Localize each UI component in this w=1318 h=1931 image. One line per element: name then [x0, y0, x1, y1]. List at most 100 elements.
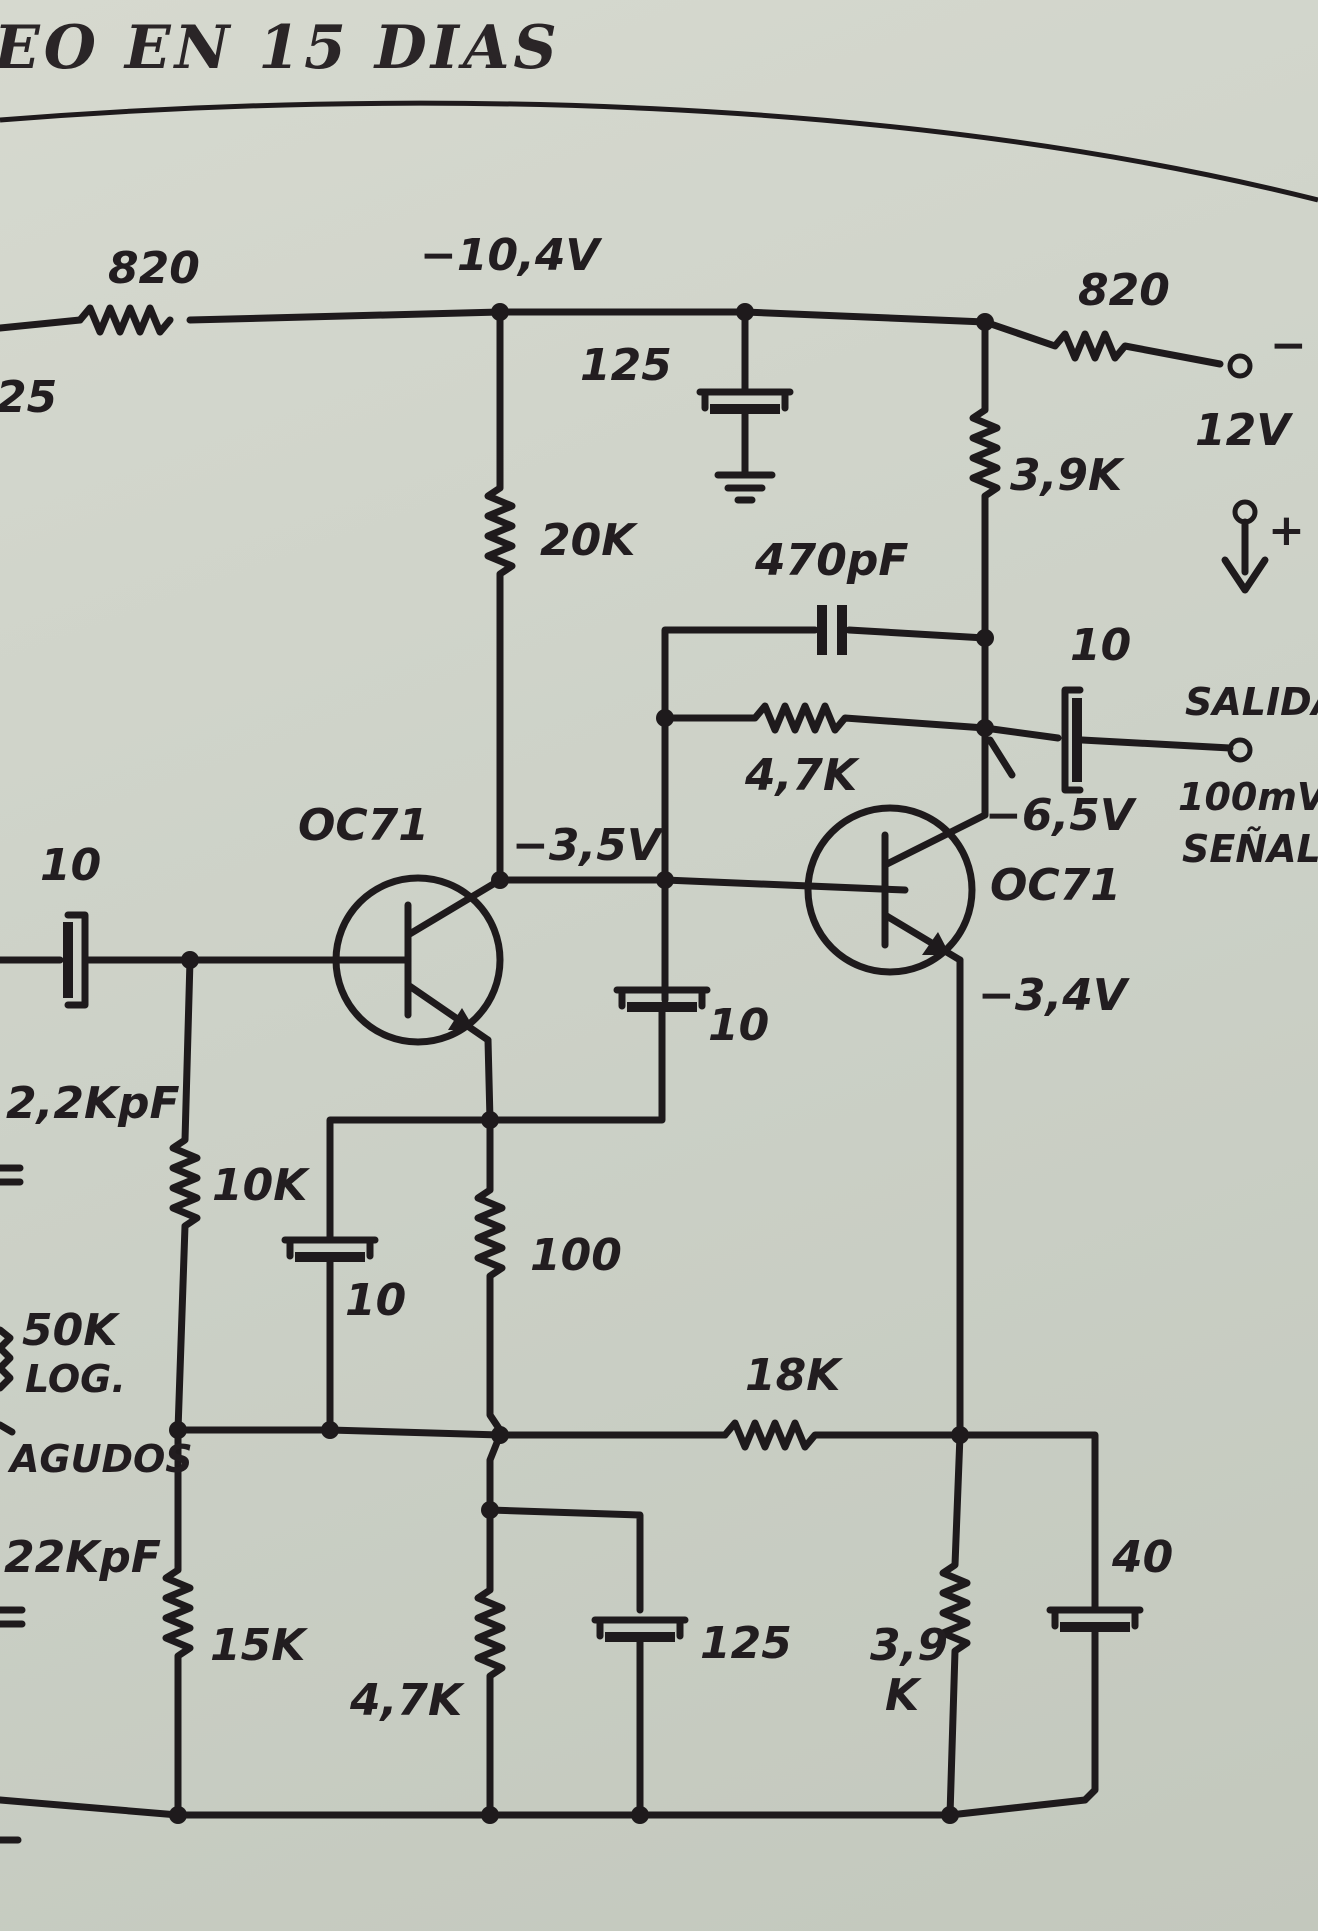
wire [496, 876, 669, 1004]
resistor-10k [169, 956, 201, 1434]
resistor-18k [721, 1419, 1099, 1614]
transistor-t2 [804, 804, 976, 976]
label-r-3-9-bottom: 3,9 [870, 1620, 948, 1671]
wire [171, 1426, 729, 1439]
page-header: EO EN 15 DIAS [0, 13, 561, 83]
capacitor-125-bottom [591, 1616, 689, 1640]
capacitor-2-2kpf-partial [0, 1164, 24, 1186]
resistor-3-9k-top [969, 318, 1001, 819]
terminal-minus-12v [1227, 353, 1253, 379]
label-c-in: 10 [40, 840, 101, 891]
label-pot-50k: 50K [22, 1305, 120, 1356]
t1-emitter-arrow [448, 1008, 475, 1030]
label-c-emitter: 10 [345, 1275, 406, 1326]
label-v-emitter-2: −3,4V [978, 970, 1130, 1021]
label-c-2-2kpf: 2,2KpF [6, 1078, 180, 1129]
label-r-820-right: 820 [1078, 265, 1170, 316]
label-c-40: 40 [1111, 1532, 1173, 1583]
junction [976, 629, 994, 647]
label-t2-oc71: OC71 [990, 860, 1121, 911]
wire [0, 316, 84, 332]
capacitor-in-plate [63, 922, 73, 998]
capacitor-plate [627, 1002, 697, 1012]
resistor-3-9k-bottom [939, 1431, 971, 1819]
capacitor-40 [1046, 1606, 1144, 1630]
label-c-125-top: 125 [580, 340, 672, 391]
label-battery-plus: + [1268, 505, 1305, 556]
t1-collector [404, 876, 504, 939]
resistor-4-7k-bottom [474, 1506, 506, 1819]
wire [484, 1036, 494, 1124]
resistor-4-7k-feedback [661, 702, 989, 734]
label-t1-oc71: OC71 [298, 800, 429, 851]
supply-rail [186, 308, 989, 326]
ground-arrow [1221, 518, 1269, 594]
capacitor-plate [1060, 1622, 1130, 1632]
capacitor-plate [295, 1252, 365, 1262]
label-r-20k: 20K [540, 515, 638, 566]
capacitor-10-emitter [281, 1236, 379, 1260]
label-pot-log: LOG. [25, 1357, 126, 1401]
label-c-125-bottom: 125 [700, 1618, 792, 1669]
label-c-470pf: 470pF [754, 535, 908, 586]
label-r-3-9-bottom-unit: K [885, 1670, 922, 1721]
wire [845, 626, 989, 642]
resistor-820-right [981, 318, 1224, 368]
potentiometer-50k-partial [0, 1326, 14, 1392]
capacitor-out-bracket [1061, 686, 1084, 794]
capacitor-470pf-plate [837, 605, 847, 655]
label-c-coupling: 10 [708, 1000, 769, 1051]
header-rule [0, 100, 1318, 203]
capacitor-out-plate [1072, 698, 1082, 782]
label-r-10k: 10K [212, 1160, 310, 1211]
ground-rail [0, 1796, 1089, 1819]
resistor-820-left [76, 304, 174, 336]
label-battery-minus: − [1270, 320, 1307, 371]
wire [661, 626, 819, 904]
t1-emitter [404, 981, 492, 1044]
junction [481, 1806, 499, 1824]
capacitor-plate [605, 1632, 675, 1642]
junction [656, 871, 674, 889]
label-r-820-left: 820 [108, 243, 200, 294]
junction [169, 1806, 187, 1824]
resistor-100 [474, 1116, 506, 1434]
label-senal: SEÑAL [1182, 827, 1318, 871]
capacitor-470pf-plate [817, 605, 827, 655]
wire [326, 1116, 494, 1244]
resistor-20k [484, 308, 516, 884]
terminal-salida [1227, 737, 1253, 763]
t2-emitter-arrow [922, 932, 950, 955]
junction [321, 1421, 339, 1439]
label-agudos: AGUDOS [7, 1437, 193, 1481]
wire [981, 724, 1062, 742]
t2-base-wire [661, 876, 909, 894]
capacitor-plate [710, 404, 780, 414]
wire [486, 1008, 666, 1124]
label-r-15k: 15K [210, 1620, 308, 1671]
label-r-3-9k-top: 3,9K [1010, 450, 1125, 501]
label-supply-voltage: −10,4V [420, 230, 602, 281]
wire [1078, 736, 1234, 752]
label-c-22kpf: 22KpF [4, 1532, 161, 1583]
capacitor-10-coupling [613, 986, 711, 1010]
wire [486, 1431, 644, 1614]
capacitor-22kpf-partial [0, 1606, 26, 1628]
label-salida: SALIDA [1185, 680, 1318, 724]
label-100mv: 100mV [1178, 775, 1318, 819]
label-r-4-7k-feedback: 4,7K [744, 750, 860, 801]
junction [656, 709, 674, 727]
label-12v: 12V [1195, 405, 1293, 456]
label-25: 25 [0, 372, 57, 423]
capacitor-125-top [696, 388, 794, 412]
pot-arrow [0, 1421, 16, 1436]
label-r-18k: 18K [745, 1350, 843, 1401]
t2-collector [881, 811, 989, 869]
resistor-15k [162, 1426, 194, 1819]
wire [1081, 1628, 1099, 1804]
label-v-collector-1: −3,5V [512, 820, 664, 871]
ground-symbol [714, 471, 776, 504]
junction [941, 1806, 959, 1824]
